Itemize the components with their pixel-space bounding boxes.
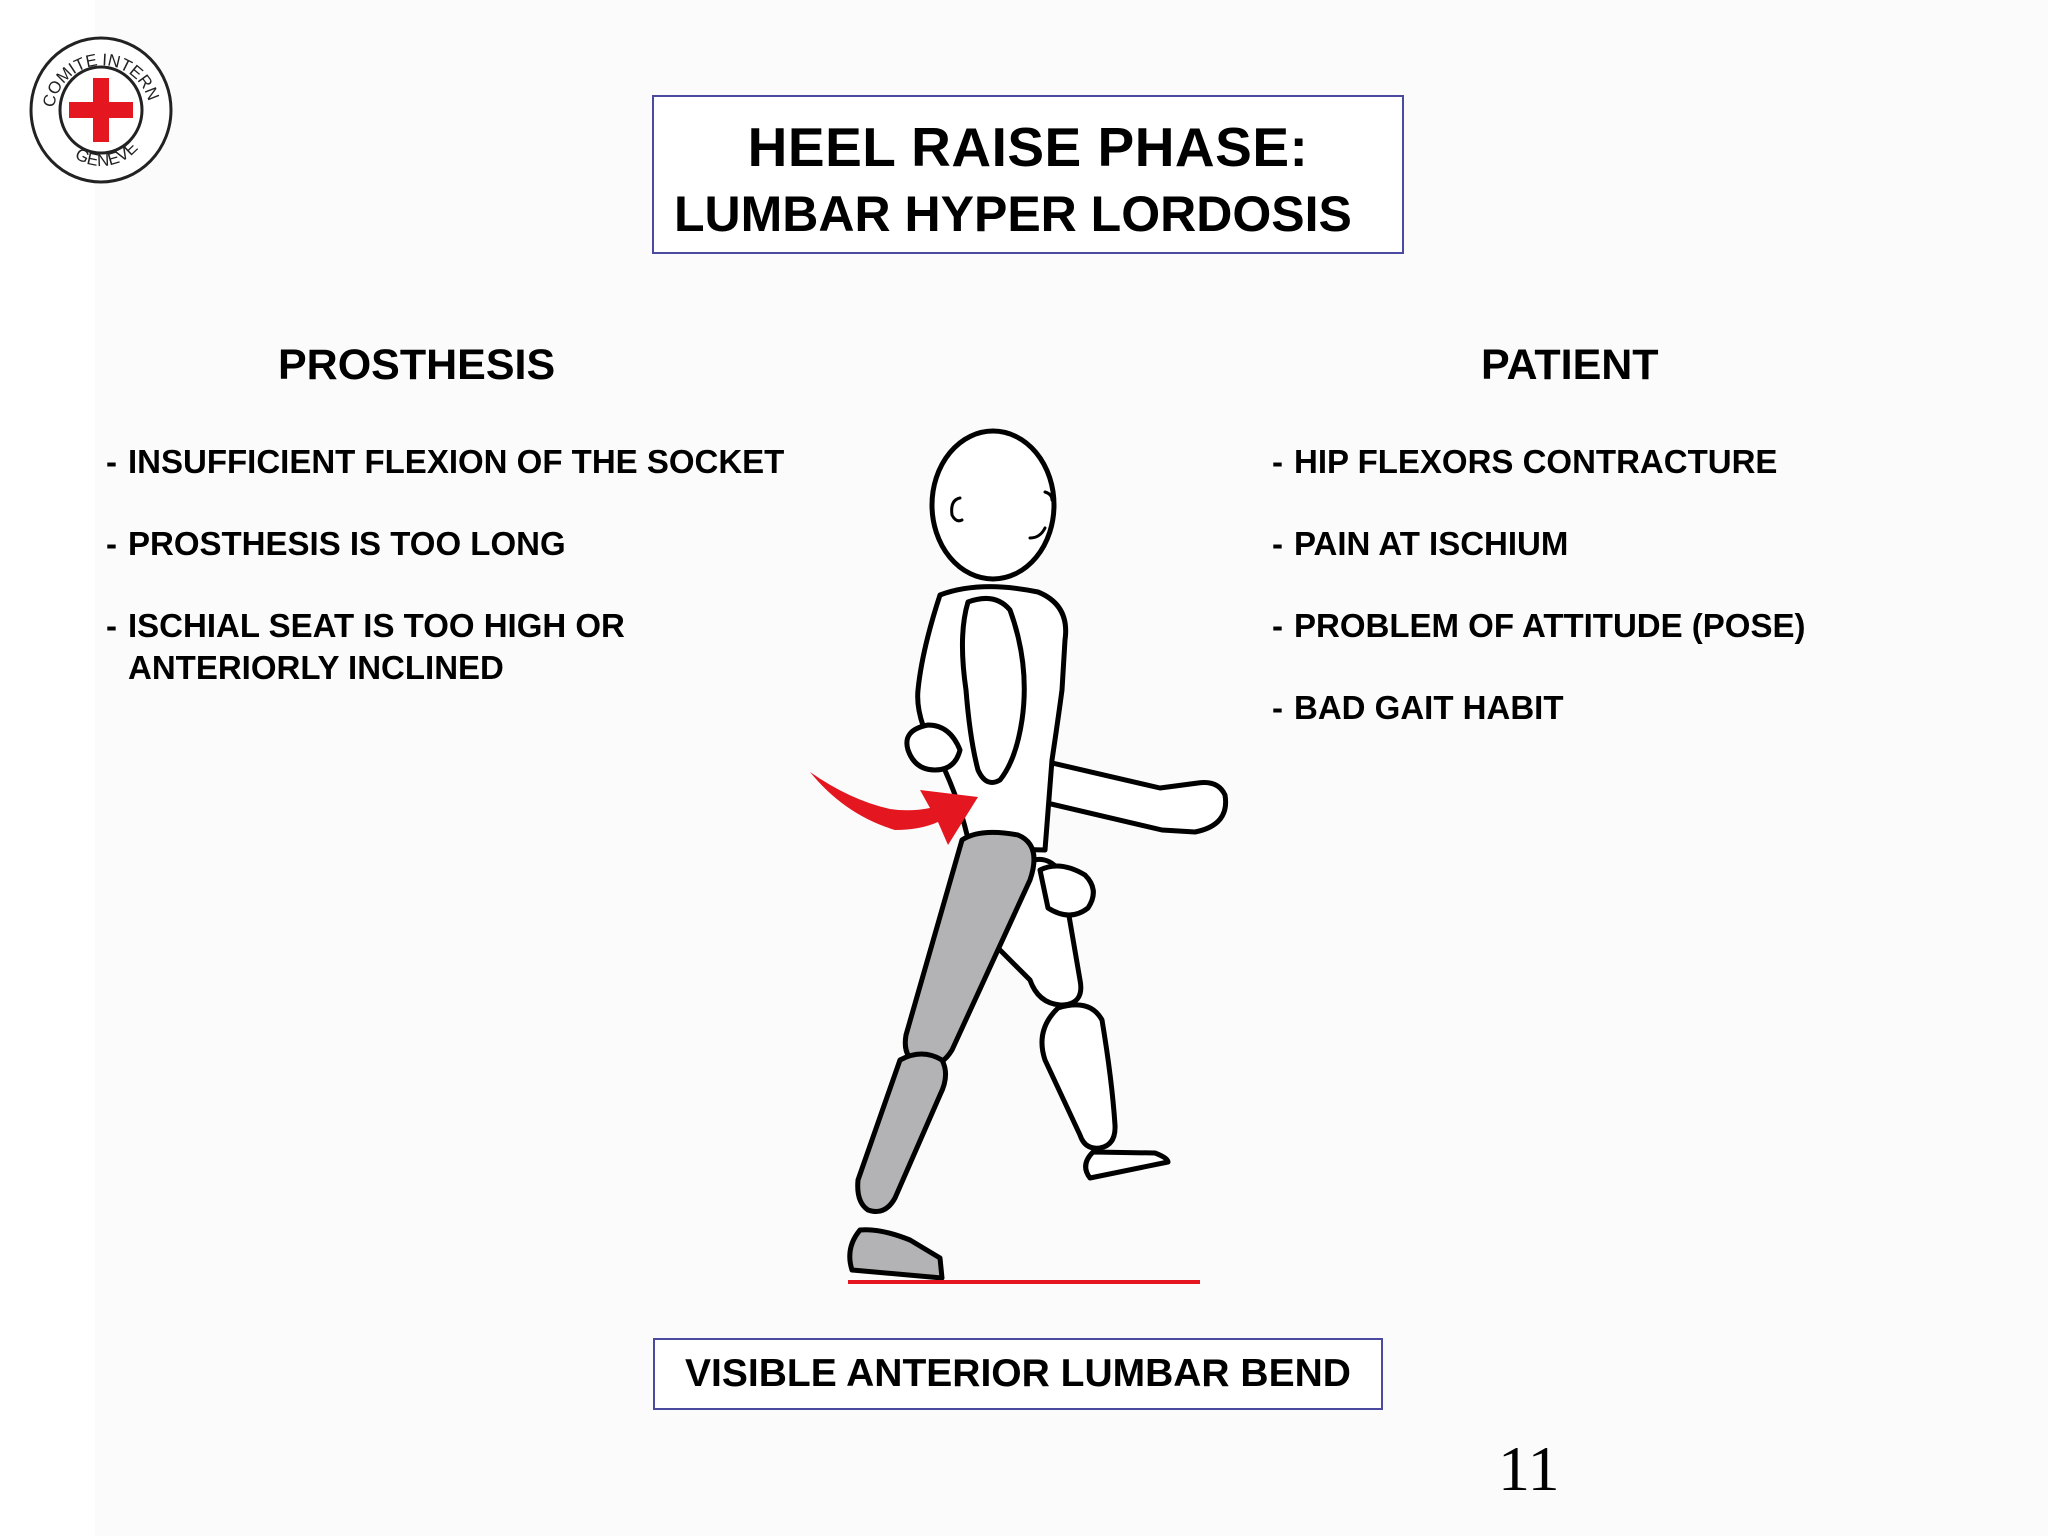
rear-hand-lower — [1037, 863, 1096, 918]
conclusion-label: VISIBLE ANTERIOR LUMBAR BEND — [653, 1338, 1383, 1410]
patient-heading: PATIENT — [1481, 341, 1659, 389]
lordosis-arrow — [810, 772, 978, 845]
front-upper-arm — [959, 595, 1027, 785]
front-hand — [904, 722, 963, 773]
slide-title: HEEL RAISE PHASE: — [747, 116, 1309, 178]
prosthesis-item-text: ISCHIAL SEAT IS TOO HIGH OR — [128, 607, 625, 644]
patient-item-text: BAD GAIT HABIT — [1294, 689, 1564, 726]
prosthetic-leg — [847, 829, 1037, 1281]
prosthesis-heading: PROSTHESIS — [278, 341, 556, 389]
nose-line — [1043, 490, 1054, 502]
prosthesis-item-text: PROSTHESIS IS TOO LONG — [128, 525, 566, 562]
patient-item-text: HIP FLEXORS CONTRACTURE — [1294, 443, 1778, 480]
page-number: 11 — [1498, 1433, 1560, 1504]
prosthetic-foot — [847, 1227, 945, 1281]
patient-item-text: PAIN AT ISCHIUM — [1294, 525, 1569, 562]
patient-item: -PROBLEM OF ATTITUDE (POSE) — [1272, 607, 1806, 644]
prosthesis-item-text: INSUFFICIENT FLEXION OF THE SOCKET — [128, 443, 785, 480]
patient-item: -HIP FLEXORS CONTRACTURE — [1272, 443, 1778, 480]
ear — [950, 496, 964, 523]
icrc-logo: COMITEINTERNATIONAL GENEVE — [26, 30, 173, 184]
prosthesis-item-text-continued: ANTERIORLY INCLINED — [128, 649, 504, 686]
patient-item-text: PROBLEM OF ATTITUDE (POSE) — [1294, 607, 1806, 644]
prosthesis-item: -PROSTHESIS IS TOO LONG — [106, 525, 566, 562]
patient-item: -PAIN AT ISCHIUM — [1272, 525, 1569, 562]
red-cross-horizontal — [69, 102, 133, 118]
slide-subtitle: LUMBAR HYPER LORDOSIS — [674, 186, 1352, 242]
title-box: HEEL RAISE PHASE: LUMBAR HYPER LORDOSIS — [652, 95, 1404, 254]
prosthesis-item: -ISCHIAL SEAT IS TOO HIGH OR ANTERIORLY … — [106, 605, 625, 689]
walking-figure-illustration — [810, 428, 1229, 1284]
rear-foot — [1083, 1149, 1171, 1181]
prosthetic-pylon — [855, 1051, 948, 1214]
prosthesis-item: -INSUFFICIENT FLEXION OF THE SOCKET — [106, 443, 785, 480]
mouth-line — [1028, 526, 1047, 540]
rear-shin — [1039, 1002, 1118, 1151]
head — [929, 428, 1057, 582]
patient-item: -BAD GAIT HABIT — [1272, 689, 1564, 726]
